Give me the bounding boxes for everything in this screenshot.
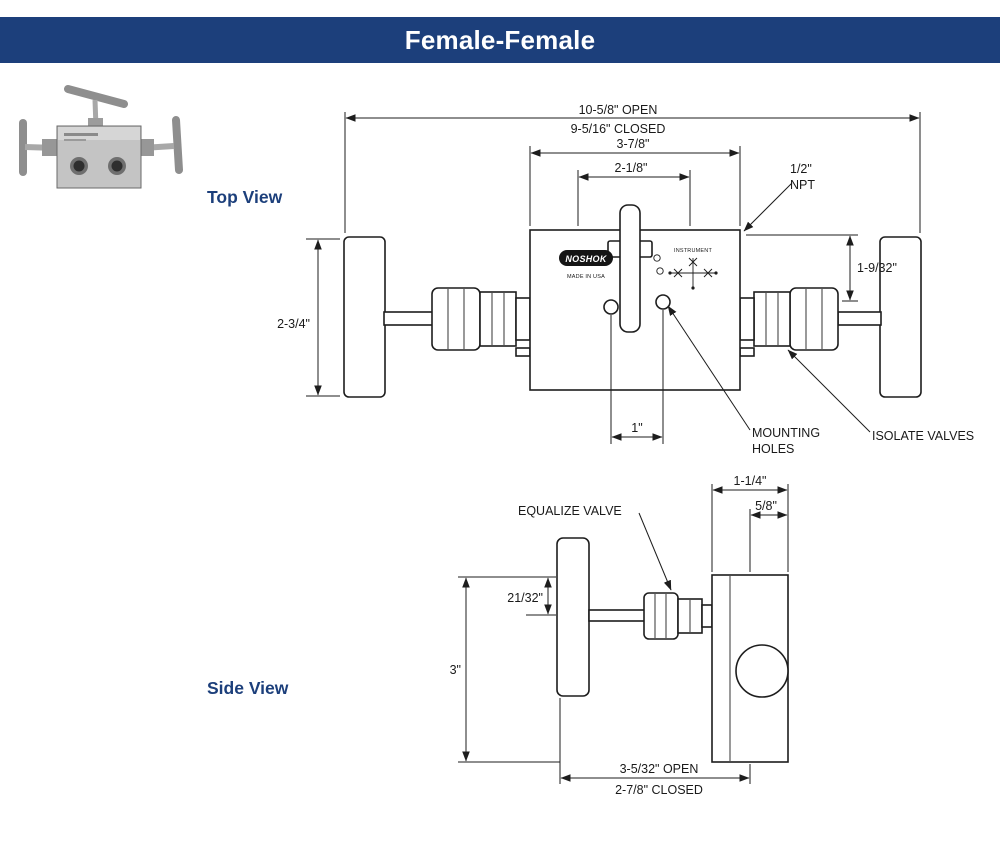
- top-view-drawing: NOSHOK MADE IN USA INSTRUMENT 10-5/8" OP…: [277, 103, 974, 456]
- side-handle: [556, 537, 590, 697]
- dim-overall-closed: 9-5/16" CLOSED: [571, 122, 666, 136]
- side-view-label: Side View: [207, 678, 289, 698]
- npt-label-text: NPT: [790, 178, 815, 192]
- mounting-hole-right: [655, 294, 671, 310]
- side-stem: [588, 609, 646, 622]
- right-stem: [837, 311, 882, 326]
- mounting-holes-leader: [667, 305, 751, 431]
- isolate-valves-leader: [787, 349, 871, 433]
- dim-body-width: 3-7/8": [617, 137, 650, 151]
- header-banner: Female-Female: [0, 17, 1000, 63]
- dim-overall-height: 3": [450, 663, 461, 677]
- left-isolate-handle: [343, 236, 386, 398]
- equalize-valve-leader: [638, 512, 672, 591]
- mounting-holes-callout-line2: HOLES: [752, 442, 794, 456]
- mounting-holes-callout-line1: MOUNTING: [752, 426, 820, 440]
- photo-top-handle: [64, 85, 128, 108]
- noshok-logo-oval: [559, 250, 613, 266]
- photo-body-highlight: [58, 127, 140, 140]
- left-gland-nut: [431, 287, 481, 351]
- npt-leader: [743, 182, 793, 232]
- schematic-node: [668, 271, 672, 275]
- made-in-usa-text: MADE IN USA: [567, 274, 605, 280]
- equalize-valve-callout: EQUALIZE VALVE: [518, 504, 622, 518]
- dim-port-span: 2-1/8": [615, 161, 648, 175]
- photo-marking: [64, 139, 86, 141]
- schematic-node: [691, 286, 695, 290]
- dim-overall-open: 10-5/8" OPEN: [579, 103, 658, 117]
- schematic-valve-symbols: [673, 257, 713, 278]
- equalize-handle: [619, 204, 641, 333]
- side-view-drawing: 1-1/4" 5/8" 21/32" 3" 3-5/32" OPEN 2-7/8…: [450, 474, 789, 797]
- left-bonnet-hex: [479, 291, 517, 347]
- photo-right-handle: [172, 116, 183, 174]
- photo-port-left-bore: [73, 160, 85, 172]
- dim-depth-open: 3-5/32" OPEN: [620, 762, 699, 776]
- npt-size-text: 1/2": [790, 162, 812, 176]
- side-gland-nut: [643, 592, 679, 640]
- top-view-dimensions: 10-5/8" OPEN 9-5/16" CLOSED 3-7/8" 2-1/8…: [277, 103, 921, 444]
- stem-dot: [653, 254, 661, 262]
- photo-right-bonnet: [138, 139, 154, 156]
- dim-handle-length: 2-3/4": [277, 317, 310, 331]
- left-stem: [383, 311, 434, 326]
- dim-side-width: 1-1/4": [734, 474, 767, 488]
- side-view-dimensions: 1-1/4" 5/8" 21/32" 3" 3-5/32" OPEN 2-7/8…: [450, 474, 789, 797]
- photo-top-bonnet: [88, 118, 103, 129]
- right-lock-tab: [739, 347, 755, 357]
- dim-top-to-center: 1-9/32": [857, 261, 897, 275]
- photo-left-bonnet: [42, 139, 58, 156]
- side-port-boss: [735, 644, 789, 698]
- dim-hole-spacing: 1": [631, 421, 642, 435]
- isolate-valves-callout: ISOLATE VALVES: [872, 429, 974, 443]
- top-view-label: Top View: [207, 187, 283, 207]
- top-view-callouts: MOUNTING HOLES ISOLATE VALVES: [667, 305, 974, 456]
- page-title: Female-Female: [404, 24, 596, 55]
- right-collar: [739, 297, 755, 341]
- dim-top-to-stem: 21/32": [507, 591, 543, 605]
- dim-center-to-edge: 5/8": [755, 499, 777, 513]
- noshok-logo-text: NOSHOK: [565, 254, 608, 264]
- side-view-callouts: EQUALIZE VALVE: [518, 504, 672, 591]
- mounting-hole-left: [603, 299, 619, 315]
- instrument-text: INSTRUMENT: [674, 248, 712, 254]
- right-bonnet-hex: [753, 291, 791, 347]
- right-gland-nut: [789, 287, 839, 351]
- photo-port-right-bore: [111, 160, 123, 172]
- flow-schematic: [668, 257, 718, 290]
- left-lock-tab: [515, 347, 531, 357]
- stem-dot: [656, 267, 664, 275]
- side-collar: [701, 604, 713, 628]
- left-collar: [515, 297, 531, 341]
- product-illustration: [19, 85, 183, 189]
- photo-marking: [64, 133, 98, 136]
- dim-depth-closed: 2-7/8" CLOSED: [615, 783, 703, 797]
- schematic-node: [714, 271, 718, 275]
